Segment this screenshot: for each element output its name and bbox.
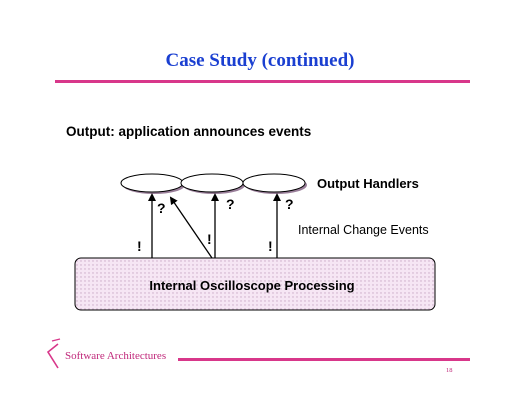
event-arrow-diagonal [169, 196, 213, 259]
title-divider [55, 80, 470, 83]
exclamation-1: ! [137, 238, 142, 254]
question-mark-3: ? [285, 196, 294, 212]
processing-box [74, 257, 436, 311]
question-mark-1: ? [157, 200, 166, 216]
footer-divider [178, 358, 470, 361]
question-mark-2: ? [226, 196, 235, 212]
exclamation-3: ! [268, 238, 273, 254]
output-handler-3 [242, 173, 306, 193]
change-events-label: Internal Change Events [298, 223, 429, 237]
slide-title: Case Study (continued) [165, 50, 355, 71]
output-handlers-label: Output Handlers [317, 176, 419, 191]
page-number: 18 [446, 367, 453, 374]
footer-brand: Software Architectures [65, 350, 167, 362]
exclamation-2: ! [207, 231, 212, 247]
processing-label: Internal Oscilloscope Processing [149, 278, 354, 293]
slide-subtitle: Output: application announces events [66, 124, 312, 139]
